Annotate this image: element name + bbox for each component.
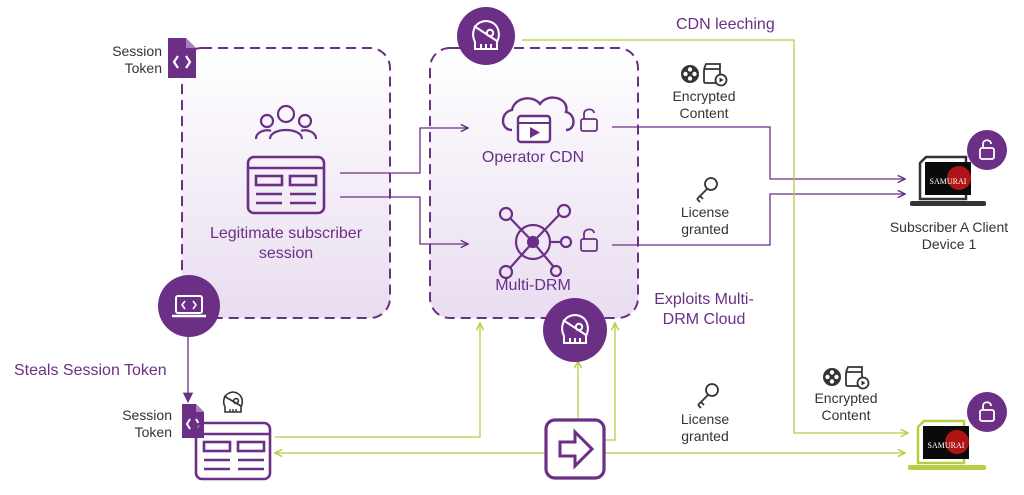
samurai-title-bottom: SAMURAI [928, 441, 965, 450]
pirate-to-drm-arrow [604, 323, 615, 441]
operator-cdn-label: Operator CDN [481, 149, 585, 166]
encrypted-content-label-bottom: Encrypted Content [814, 390, 878, 423]
film-reel-icon [681, 65, 699, 83]
multi-drm-label: Multi-DRM [495, 277, 571, 294]
web-page-icon [194, 421, 272, 481]
network-hub-icon [498, 203, 573, 280]
license-granted-label-top: License granted [680, 204, 730, 237]
samurai-title-top: SAMURAI [930, 177, 967, 186]
pirate-skull-icon [457, 7, 515, 65]
legitimate-session-panel [181, 47, 391, 319]
document-code-icon [168, 38, 196, 78]
clapperboard-icon [703, 63, 728, 87]
encrypted-content-label-top: Encrypted Content [672, 88, 736, 121]
arrow-right-icon [544, 418, 606, 480]
key-icon [697, 383, 719, 409]
cdn-leeching-label: CDN leeching [676, 16, 775, 33]
users-icon [254, 104, 318, 140]
legitimate-session-label: Legitimate subscriber session [209, 225, 363, 262]
session-to-drm-arrow [340, 196, 468, 244]
unlock-icon [967, 392, 1007, 432]
exploits-label: Exploits Multi-DRM Cloud [654, 291, 754, 328]
session-to-cdn-arrow [340, 128, 468, 174]
cloud-video-icon [501, 96, 575, 144]
cdn-to-device-arrow [612, 126, 905, 179]
subscriber-device-label: Subscriber A Client Device 1 [889, 219, 1009, 252]
subscriber-laptop [910, 155, 986, 206]
purple-connectors [182, 126, 905, 404]
unlock-icon [580, 228, 598, 252]
steals-token-label: Steals Session Token [14, 362, 167, 379]
session-token-label-top: Session Token [112, 43, 162, 76]
pirate-laptop [908, 419, 986, 470]
drm-to-device-arrow [612, 194, 905, 246]
pirate-skull-icon [543, 298, 607, 362]
green-connectors [275, 39, 908, 453]
session-token-label-bottom: Session Token [122, 407, 172, 440]
clapperboard-icon [845, 366, 870, 390]
web-page-icon [246, 155, 326, 215]
pirate-skull-icon [222, 391, 244, 413]
cdn-leeching-line [522, 39, 908, 433]
film-reel-icon [823, 368, 841, 386]
unlock-icon [967, 130, 1007, 170]
unlock-icon [580, 108, 598, 132]
pirate-to-cdn-arrow [275, 323, 480, 438]
key-icon [696, 177, 718, 203]
laptop-icon [158, 275, 220, 337]
license-granted-label-bottom: License granted [680, 411, 730, 444]
